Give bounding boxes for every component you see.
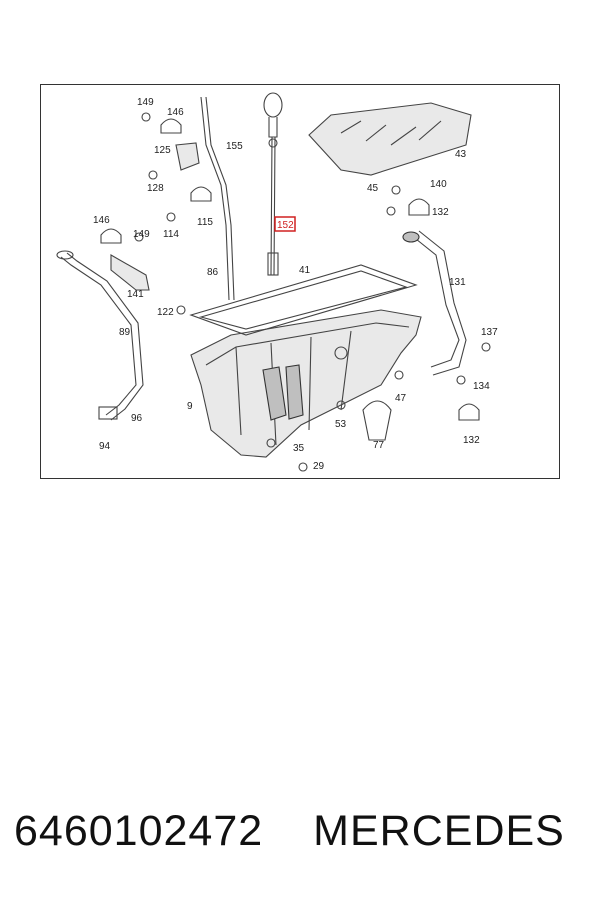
callout-114: 114 <box>163 229 179 240</box>
clip <box>190 186 212 202</box>
clip-132b <box>408 198 430 216</box>
callout-137: 137 <box>481 327 498 338</box>
callout-53: 53 <box>335 419 347 430</box>
callout-122: 122 <box>157 307 174 318</box>
callout-41: 41 <box>299 265 311 276</box>
highlight-box <box>274 216 296 232</box>
pipe-89 <box>60 252 144 421</box>
callout-45: 45 <box>367 183 379 194</box>
callout-155: 155 <box>226 141 243 152</box>
callout-86: 86 <box>207 267 219 278</box>
callout-149b: 149 <box>133 229 150 240</box>
brand-name: MERCEDES <box>313 806 565 855</box>
callout-132b: 132 <box>463 435 480 446</box>
bracket <box>110 254 150 291</box>
callout-96: 96 <box>131 413 143 424</box>
clip <box>100 228 122 244</box>
callout-134: 134 <box>473 381 490 392</box>
bolts <box>134 112 491 472</box>
callout-146: 146 <box>167 107 184 118</box>
callout-47: 47 <box>395 393 407 404</box>
callout-141: 141 <box>127 289 144 300</box>
callout-146b: 146 <box>93 215 110 226</box>
callout-131: 131 <box>449 277 466 288</box>
oil-pan-exploded-view: 149 146 155 43 125 128 45 140 115 132 14… <box>56 92 498 472</box>
callout-132: 132 <box>432 207 449 218</box>
callout-125: 125 <box>154 145 171 156</box>
callout-89: 89 <box>119 327 131 338</box>
callout-9: 9 <box>187 401 193 412</box>
bracket-125 <box>175 142 200 171</box>
clip <box>160 118 182 134</box>
callout-149: 149 <box>137 97 154 108</box>
callout-77: 77 <box>373 440 385 451</box>
callout-35: 35 <box>293 443 305 454</box>
clip-132 <box>458 403 480 421</box>
dipstick <box>263 92 283 276</box>
intake-manifold <box>308 102 472 176</box>
callout-43: 43 <box>455 149 467 160</box>
oil-pipe <box>410 230 467 376</box>
callout-94: 94 <box>99 441 111 452</box>
seal <box>362 400 392 441</box>
parts-diagram: 149 146 155 43 125 128 45 140 115 132 14… <box>40 84 560 479</box>
oil-pan <box>190 309 422 458</box>
callout-115: 115 <box>197 217 213 228</box>
part-number: 6460102472 <box>14 806 264 855</box>
callout-152: 152 <box>277 220 294 231</box>
gasket <box>189 264 418 336</box>
callout-128: 128 <box>147 183 164 194</box>
callout-29: 29 <box>313 461 325 472</box>
callout-labels: 149 146 155 43 125 128 45 140 115 132 14… <box>93 97 498 472</box>
callout-140: 140 <box>430 179 447 190</box>
guide-tube <box>200 96 235 301</box>
caption: 6460102472 MERCEDES <box>0 796 600 866</box>
